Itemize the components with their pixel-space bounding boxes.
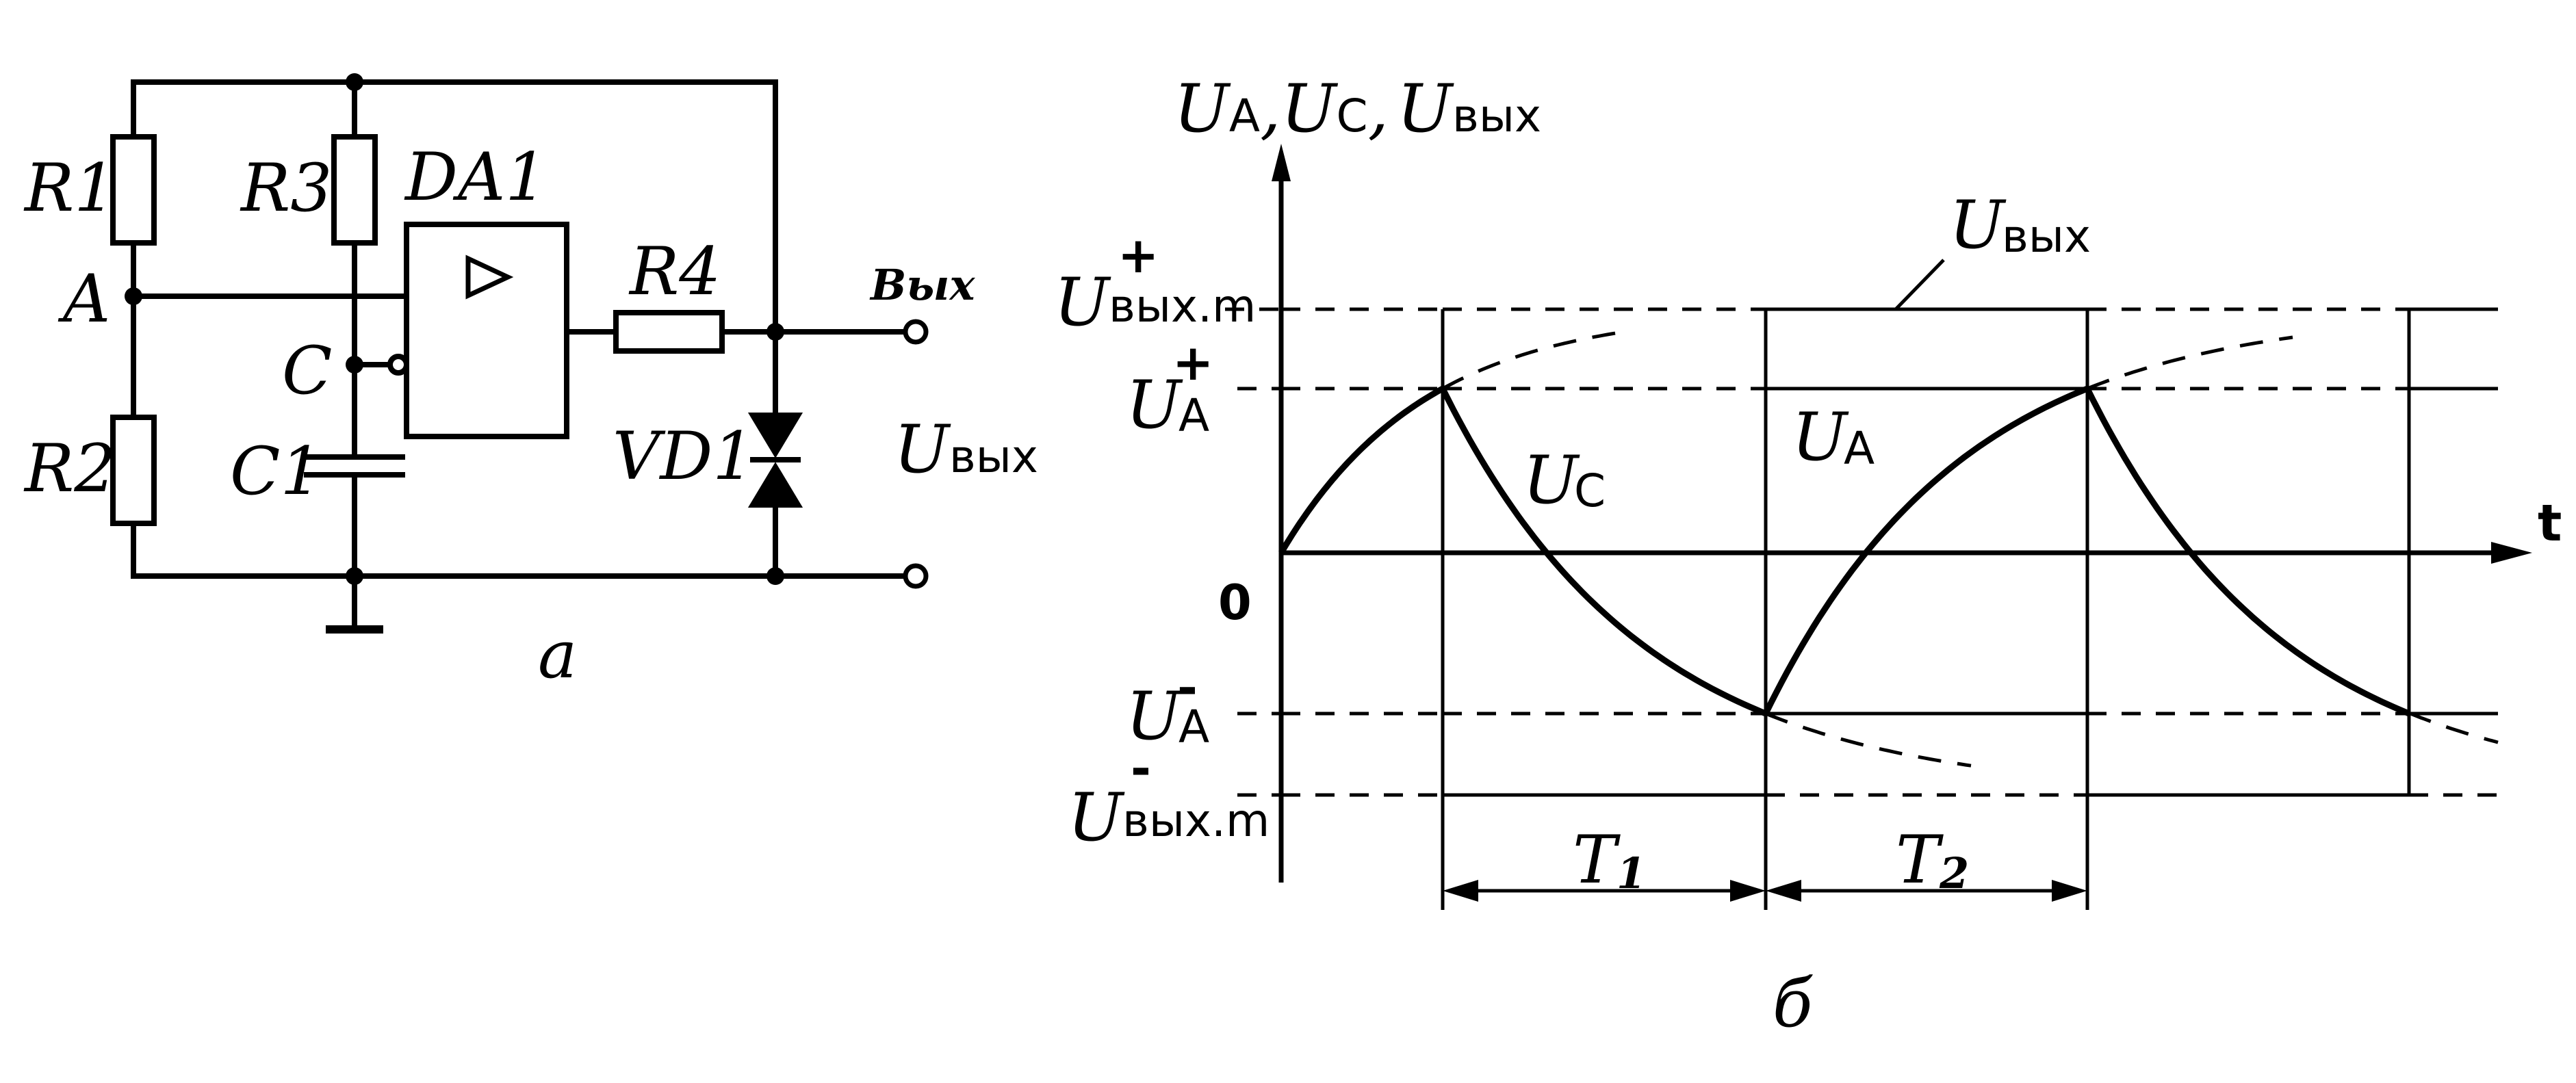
x-axis-label: t <box>2538 494 2562 553</box>
svg-text:-: - <box>1177 659 1198 716</box>
discharge-curve-continuation <box>2408 711 2499 744</box>
curve-label-uvyx: U вых <box>1949 187 2091 263</box>
level-u-a-plus: U A + <box>1126 334 1213 443</box>
svg-text:U: U <box>1523 442 1580 519</box>
charge-curve-continuation <box>2087 335 2293 391</box>
r2-label: R2 <box>23 430 116 507</box>
u-output-label: Uвых <box>894 411 1038 488</box>
t1-dimension-arrow-right <box>1730 880 1766 902</box>
r4-label: R4 <box>628 233 721 310</box>
t2-label: T 2 <box>1896 822 1969 898</box>
uc-discharge-curve <box>1439 387 1767 717</box>
svg-text:T: T <box>1896 822 1944 898</box>
uvyx-leader <box>1894 259 1945 311</box>
timing-graph <box>1225 144 2532 910</box>
svg-text:A: A <box>1844 422 1875 475</box>
origin-label: 0 <box>1218 575 1252 631</box>
circuit-caption: а <box>538 616 577 693</box>
t1-label: T 1 <box>1573 822 1646 898</box>
r1-resistor <box>110 134 157 246</box>
svg-text:2: 2 <box>1939 848 1969 898</box>
y-axis-arrow <box>1272 144 1291 181</box>
junction-dots <box>125 73 784 585</box>
node-c-label: C <box>282 332 332 409</box>
da1-label: DA1 <box>404 139 547 216</box>
r1-label: R1 <box>23 150 116 226</box>
level-u-a-minus: U A - <box>1126 659 1209 755</box>
uc-discharge-curve <box>2084 387 2410 717</box>
svg-text:вых.m: вых.m <box>1109 280 1256 332</box>
t1-dimension-arrow-left <box>1443 880 1478 902</box>
svg-text:U: U <box>1126 678 1183 755</box>
svg-text:U: U <box>1054 264 1111 341</box>
level-u-vyx-m-minus: U вых.m - <box>1068 740 1270 856</box>
charge-curve-continuation <box>1441 330 1621 391</box>
r3-label: R3 <box>240 150 332 226</box>
ua-charge-curve <box>1762 385 2089 715</box>
c1-label: C1 <box>230 433 322 510</box>
svg-text:A: A <box>1178 701 1209 753</box>
r4-resistor <box>613 310 725 354</box>
output-label: Вых <box>869 260 975 310</box>
t2-dimension-arrow-left <box>1766 880 1801 902</box>
svg-text:вых: вых <box>2002 210 2091 263</box>
svg-text:U: U <box>1126 367 1183 443</box>
da1-opamp <box>404 222 569 439</box>
svg-text:C: C <box>1574 465 1606 517</box>
output-terminal-top <box>903 319 929 345</box>
x-axis-arrow <box>2491 542 2532 564</box>
triangle-icon <box>465 255 514 300</box>
svg-text:T: T <box>1573 822 1621 898</box>
svg-text:U: U <box>1792 399 1849 475</box>
curve-label-uc: U C <box>1523 442 1606 519</box>
svg-text:-: - <box>1131 740 1151 797</box>
t2-dimension-arrow-right <box>2052 880 2087 902</box>
svg-text:вых.m: вых.m <box>1122 794 1270 847</box>
y-axis-label: UA,UC,Uвых <box>1174 70 1541 147</box>
graph-caption: б <box>1773 965 1813 1042</box>
svg-text:A: A <box>1178 389 1209 442</box>
svg-text:U: U <box>1949 187 2007 263</box>
r2-resistor <box>110 415 157 526</box>
svg-text:U: U <box>1068 779 1125 856</box>
svg-text:1: 1 <box>1617 848 1646 898</box>
output-terminal-bottom <box>903 563 929 589</box>
r3-resistor <box>331 134 378 246</box>
node-a-label: A <box>57 261 110 337</box>
vd1-label: VD1 <box>613 418 754 495</box>
discharge-curve-continuation <box>1765 712 1972 768</box>
svg-text:+: + <box>1172 334 1213 391</box>
curve-label-ua: U A <box>1792 399 1875 475</box>
vd1-zener-diode <box>747 413 803 508</box>
charge-curve <box>1278 386 1445 555</box>
circuit-schematic <box>110 79 906 634</box>
svg-text:+: + <box>1118 226 1159 284</box>
level-u-vyx-m-plus: U вых.m + <box>1054 226 1256 341</box>
